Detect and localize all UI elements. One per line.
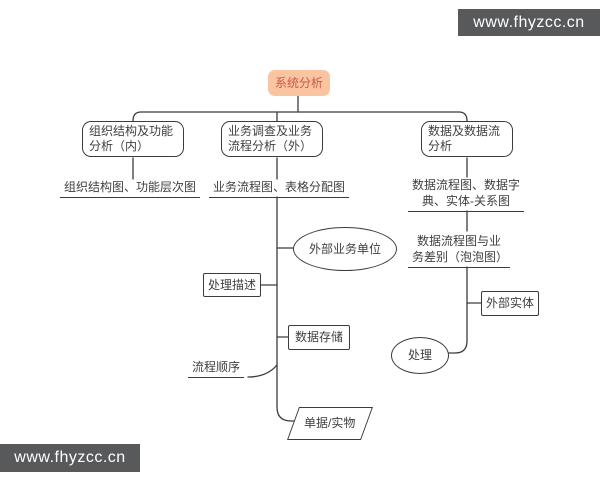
- watermark-bottom: www.fhyzcc.cn: [0, 444, 140, 472]
- watermark-top: www.fhyzcc.cn: [458, 9, 600, 36]
- leaf-flow-sequence: 流程顺序: [188, 359, 245, 378]
- root-node-system-analysis: 系统分析: [268, 70, 330, 96]
- branch-box-organization: 组织结构及功能分析（内）: [82, 121, 184, 157]
- leaf-dataflow-charts: 数据流程图、数据字典、实体-关系图: [408, 177, 524, 212]
- parallelogram-document-physical: 单据/实物: [286, 407, 374, 440]
- branch-box-business: 业务调查及业务流程分析（外）: [221, 121, 323, 157]
- leaf-bubble-chart: 数据流程图与业务差别（泡泡图）: [408, 233, 510, 268]
- ellipse-process: 处理: [391, 337, 449, 374]
- branch-box-dataflow: 数据及数据流分析: [421, 121, 513, 157]
- rect-external-entity: 外部实体: [481, 291, 539, 316]
- rect-process-description: 处理描述: [203, 273, 261, 297]
- ellipse-external-business-unit: 外部业务单位: [293, 227, 397, 271]
- leaf-business-charts: 业务流程图、表格分配图: [209, 179, 350, 198]
- parallelogram-label: 单据/实物: [304, 416, 356, 430]
- leaf-org-charts: 组织结构图、功能层次图: [60, 179, 201, 198]
- rect-data-storage: 数据存储: [288, 325, 350, 350]
